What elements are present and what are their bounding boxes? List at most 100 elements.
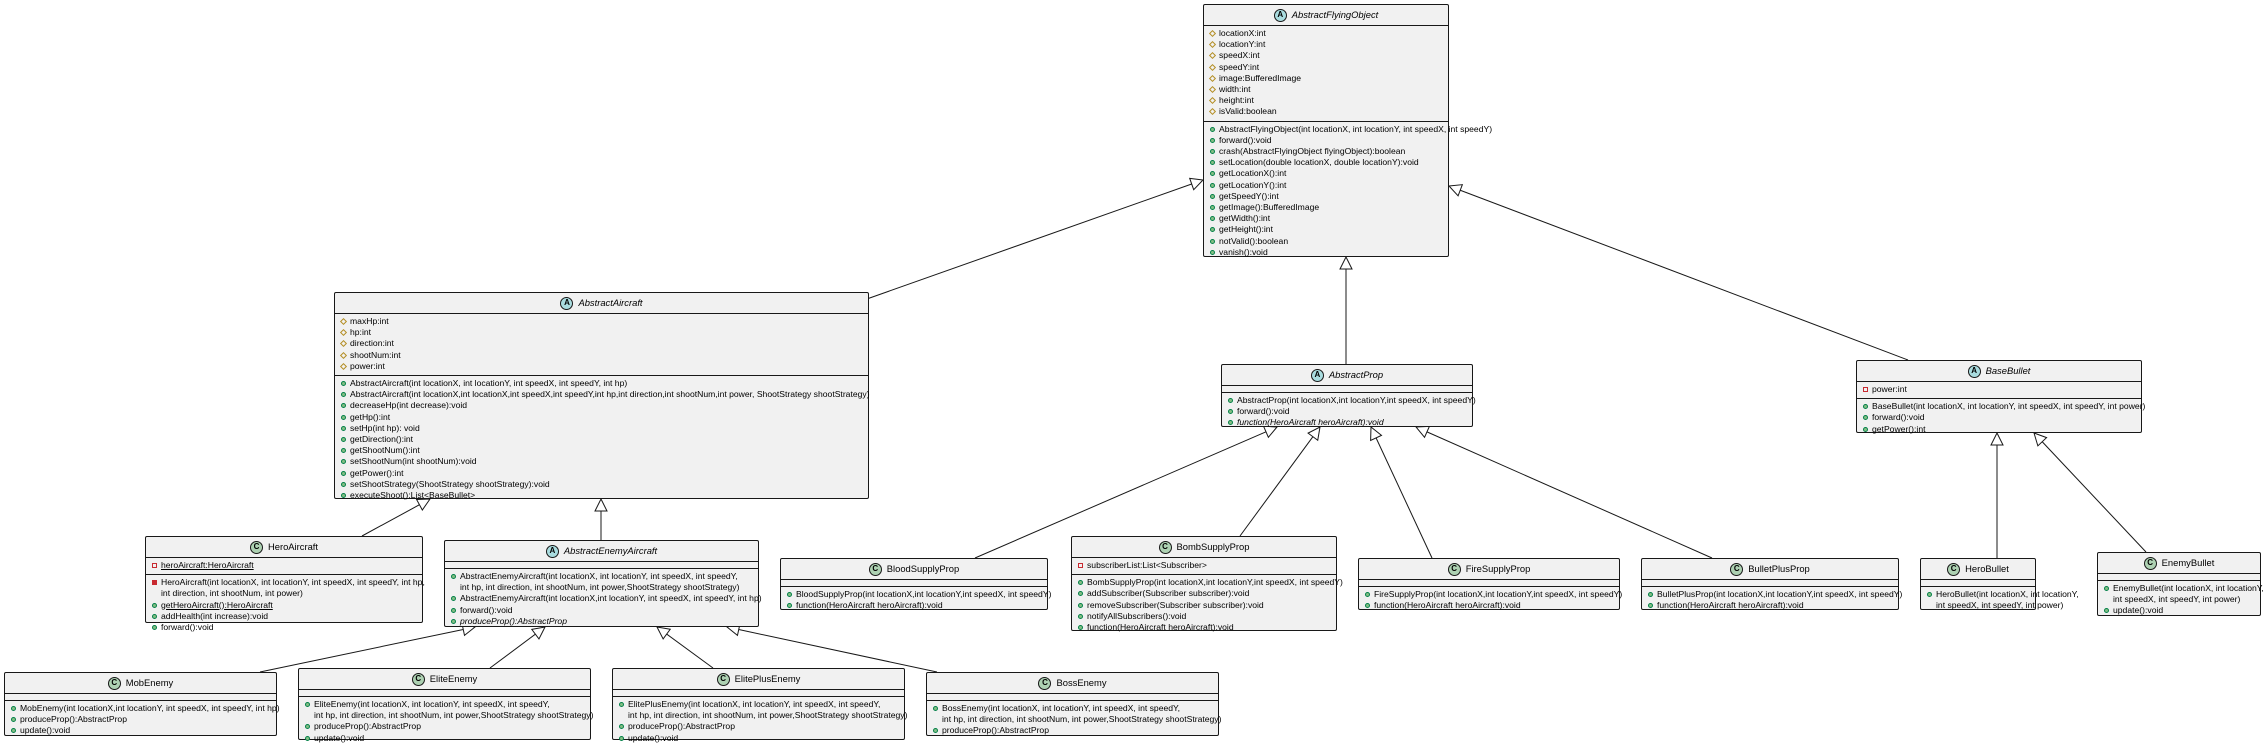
protected-icon — [341, 350, 350, 361]
field-row: locationX:int — [1210, 28, 1442, 39]
inheritance-line-bsp — [974, 431, 1267, 559]
public-icon — [341, 378, 350, 389]
class-name: BossEnemy — [1056, 677, 1107, 689]
abstract-class-icon: A — [1273, 8, 1287, 22]
fields-section — [927, 694, 1218, 701]
inheritance-line-ha — [361, 504, 420, 537]
field-row: height:int — [1210, 95, 1442, 106]
method-row: BossEnemy(int locationX, int locationY, … — [933, 703, 1212, 714]
field-row: image:BufferedImage — [1210, 73, 1442, 84]
method-text: getLocationX():int — [1219, 168, 1287, 179]
public-icon — [152, 611, 161, 622]
method-text: removeSubscriber(Subscriber subscriber):… — [1087, 599, 1264, 610]
method-continuation: int speedX, int speedY, int power) — [1927, 600, 2063, 611]
public-icon — [451, 593, 460, 604]
method-text: int hp, int direction, int shootNum, int… — [460, 582, 740, 593]
public-icon — [619, 721, 628, 732]
method-row: getLocationX():int — [1210, 168, 1442, 179]
method-text: setShootNum(int shootNum):void — [350, 456, 477, 467]
method-row: produceProp():AbstractProp — [933, 725, 1212, 736]
field-text: direction:int — [350, 338, 394, 349]
method-row: HeroBullet(int locationX, int locationY, — [1927, 589, 2079, 600]
method-text: addHealth(int increase):void — [161, 610, 269, 621]
field-text: power:int — [1872, 384, 1907, 394]
public-icon — [933, 703, 942, 714]
public-icon — [1078, 577, 1087, 588]
public-icon — [341, 468, 350, 479]
public-icon — [2104, 583, 2113, 594]
class-name: EliteEnemy — [429, 673, 478, 685]
methods-section: ElitePlusEnemy(int locationX, int locati… — [613, 697, 908, 747]
public-icon — [1210, 247, 1219, 258]
method-row: getShootNum():int — [341, 445, 862, 456]
field-row: locationY:int — [1210, 39, 1442, 50]
method-row: setHp(int hp): void — [341, 423, 862, 434]
methods-section: AbstractEnemyAircraft(int locationX, int… — [445, 569, 762, 630]
public-icon — [1210, 224, 1219, 235]
protected-icon — [1210, 50, 1219, 61]
method-row: update():void — [11, 725, 270, 736]
field-row: width:int — [1210, 84, 1442, 95]
public-icon — [1210, 124, 1219, 135]
method-text: addSubscriber(Subscriber subscriber):voi… — [1087, 588, 1250, 599]
public-icon — [152, 600, 161, 611]
method-text: getPower():int — [350, 467, 404, 478]
private-icon — [152, 577, 161, 588]
method-text: setLocation(double locationX, double loc… — [1219, 157, 1419, 168]
protected-icon — [1210, 73, 1219, 84]
class-name: BulletPlusProp — [1748, 563, 1810, 575]
method-row: addSubscriber(Subscriber subscriber):voi… — [1078, 588, 1330, 599]
public-icon — [1228, 406, 1237, 417]
fields-section: power:int — [1857, 382, 2141, 400]
inheritance-arrowhead-fsp — [1370, 425, 1383, 442]
method-text: AbstractFlyingObject(int locationX, int … — [1219, 123, 1493, 134]
method-text: function(HeroAircraft heroAircraft):void — [1237, 417, 1384, 428]
public-icon — [451, 571, 460, 582]
method-text: BossEnemy(int locationX, int locationY, … — [942, 703, 1181, 713]
private-icon — [152, 560, 161, 571]
method-text: AbstractAircraft(int locationX,int locat… — [350, 389, 870, 400]
public-icon — [1210, 157, 1219, 168]
public-icon — [152, 622, 161, 633]
fields-section — [1642, 580, 1898, 587]
method-text: int hp, int direction, int shootNum, int… — [628, 710, 908, 721]
inheritance-arrowhead-eb — [2033, 432, 2048, 447]
method-text: EnemyBullet(int locationX, int locationY… — [2113, 583, 2264, 593]
method-row: getDirection():int — [341, 434, 862, 445]
method-text: getLocationY():int — [1219, 179, 1287, 190]
class-name: HeroAircraft — [267, 541, 318, 553]
method-continuation: int hp, int direction, int shootNum, int… — [451, 582, 752, 593]
method-text: BombSupplyProp(int locationX,int locatio… — [1087, 577, 1343, 588]
method-text: executeShoot():List<BaseBullet> — [350, 490, 476, 501]
method-row: update():void — [619, 733, 898, 744]
inheritance-arrowhead-ap — [1339, 255, 1353, 270]
class-icon: C — [2143, 556, 2157, 570]
method-text: int speedX, int speedY, int power) — [2113, 594, 2241, 605]
method-row: produceProp():AbstractProp — [305, 721, 584, 732]
method-row: setLocation(double locationX, double loc… — [1210, 157, 1442, 168]
public-icon — [1863, 412, 1872, 423]
methods-section: BossEnemy(int locationX, int locationY, … — [927, 701, 1221, 740]
method-text: update():void — [628, 732, 679, 743]
method-text: HeroBullet(int locationX, int locationY, — [1936, 589, 2079, 599]
class-name: HeroBullet — [1965, 563, 2009, 575]
public-icon — [341, 400, 350, 411]
